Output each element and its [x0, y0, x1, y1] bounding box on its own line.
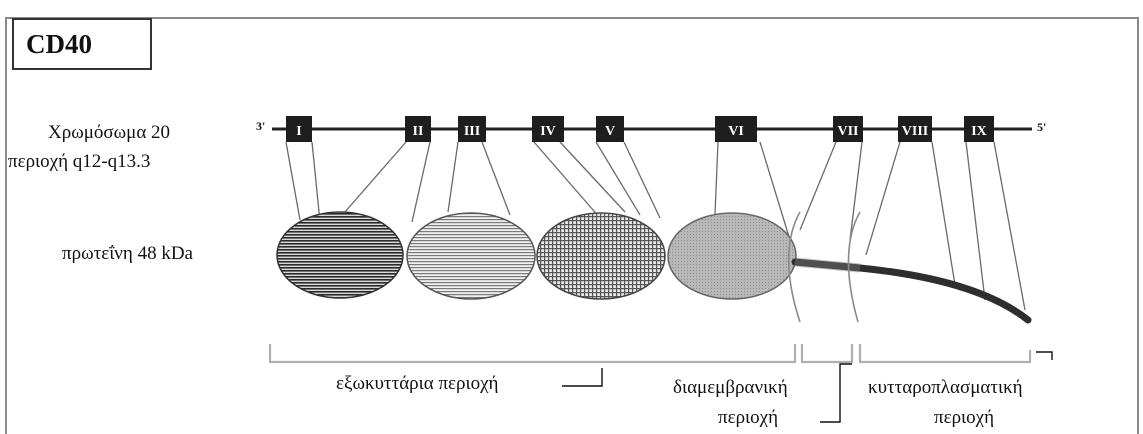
exon-box-3 — [458, 116, 486, 142]
exon-box-6 — [715, 116, 757, 142]
exon-box-5 — [596, 116, 624, 142]
cytoplasmic-label-line2: περιοχή — [934, 407, 995, 428]
membrane-curve-left — [787, 211, 801, 323]
membrane-curve-right — [847, 211, 861, 323]
protein-domain-1 — [276, 211, 404, 299]
cytoplasmic-label-line1: κυτταροπλασματική — [868, 377, 1023, 398]
exon-protein-connectors — [285, 141, 1026, 311]
exon-box-1 — [286, 116, 312, 142]
chromosome-label: Χρωμόσωμα 20 — [48, 122, 171, 143]
exon-label-6: VI — [728, 124, 744, 139]
protein-tail — [791, 258, 1032, 324]
exon-box-9 — [964, 116, 994, 142]
diagram-title: CD40 — [26, 29, 92, 59]
protein-domain-2 — [406, 212, 536, 300]
exon-box-8 — [898, 116, 932, 142]
chromosome-end-3: 3' — [256, 119, 266, 133]
exon-box-2 — [405, 116, 431, 142]
outer-frame — [5, 17, 1139, 434]
protein-domain-4 — [667, 212, 797, 300]
exon-box-7 — [833, 116, 863, 142]
protein-label: πρωτεΐνη 48 kDa — [62, 243, 193, 264]
transmembrane-label-line2: περιοχή — [718, 407, 779, 428]
protein-tail-taper — [794, 257, 861, 273]
exon-label-1: I — [296, 124, 301, 139]
exon-label-7: VII — [837, 124, 858, 139]
transmembrane-label-line1: διαμεμβρανική — [673, 377, 788, 398]
label-callouts — [562, 351, 1053, 423]
exon-label-9: IX — [971, 124, 987, 139]
exon-label-8: VIII — [902, 124, 928, 139]
exon-box-4 — [532, 116, 564, 142]
extracellular-label: εξωκυττάρια περιοχή — [336, 373, 499, 394]
chromosome-region-label: περιοχή q12-q13.3 — [8, 151, 151, 172]
exon-label-4: IV — [540, 124, 556, 139]
exon-label-5: V — [605, 124, 615, 139]
domain-brackets — [268, 344, 1032, 364]
protein-domain-3 — [536, 212, 666, 300]
exon-label-3: III — [464, 124, 480, 139]
chromosome-end-5: 5' — [1037, 120, 1047, 134]
exon-label-2: II — [413, 124, 424, 139]
title-box — [12, 18, 152, 70]
